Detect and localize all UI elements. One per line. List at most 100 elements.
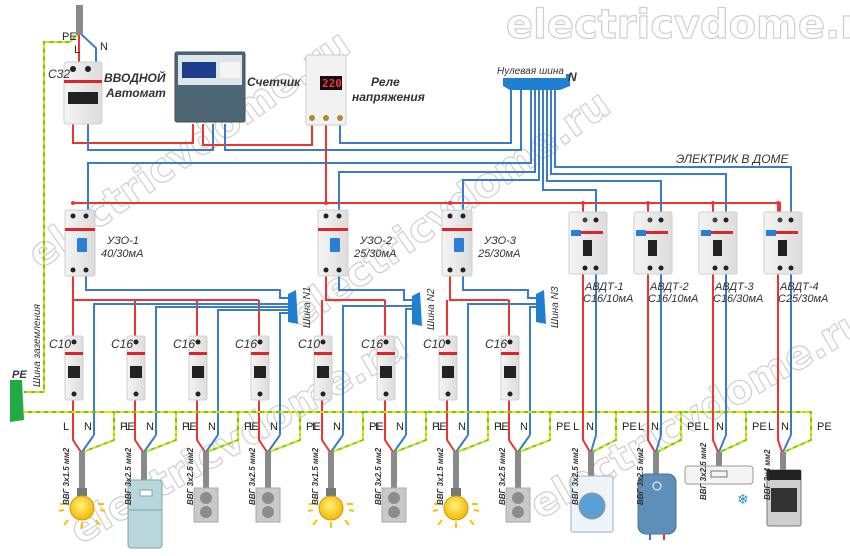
ac-unit [684, 465, 754, 485]
terminal [83, 213, 89, 219]
terminal-n-label: N [333, 421, 341, 433]
wire-breaker-meter-n [87, 124, 214, 151]
terminal-n-label: N [520, 421, 528, 433]
rcbo-4 [763, 211, 803, 275]
terminal [336, 267, 342, 273]
lamp-bulb [318, 495, 344, 521]
socket-outlet [512, 506, 524, 518]
cable-label: ВВГ 3х2.5 мм2 [124, 447, 133, 505]
terminal-n-label: N [84, 421, 92, 433]
circuit-neutral [405, 308, 412, 435]
load-neutral [655, 434, 662, 453]
main-breaker-toggle [68, 92, 98, 104]
load-phase [508, 435, 518, 453]
load-pe-stripe [719, 435, 747, 453]
terminal [658, 217, 664, 223]
terminal [83, 267, 89, 273]
junction-dot [71, 201, 75, 205]
rcd-toggle [454, 238, 464, 252]
load-cable [79, 452, 85, 488]
cable-label: ВВГ 3х2.5 мм2 [498, 447, 507, 505]
terminal-n-label: N [651, 421, 659, 433]
rcd-name: УЗО-1 [106, 235, 139, 247]
lamp-ray [58, 509, 65, 512]
terminal-pe-label: PE [622, 421, 637, 433]
terminal [593, 217, 599, 223]
load-phase [647, 435, 656, 453]
meter-label: Счетчик [247, 75, 301, 89]
neutral-to-rcd-1 [87, 88, 532, 214]
circuit-neutral [93, 303, 288, 435]
rcd-name: УЗО-3 [483, 235, 517, 247]
breaker-toggle [317, 366, 329, 378]
terminal [447, 213, 453, 219]
socket-outlet [388, 506, 400, 518]
terminal-pe-label: PE [687, 421, 702, 433]
rcd-toggle [330, 238, 340, 252]
terminal [70, 213, 76, 219]
wire-breaker-meter-l [72, 124, 194, 144]
breaker-stripe [439, 352, 457, 355]
neutral-sub-bus-2 [412, 292, 422, 326]
terminal [593, 265, 599, 271]
breaker-toggle [254, 366, 266, 378]
rcd-2-phase-out [325, 276, 385, 301]
socket-icon [505, 487, 531, 523]
breaker-toggle [380, 366, 392, 378]
terminal-pe-label: PE [752, 421, 767, 433]
load-pe-stripe [268, 435, 301, 453]
cable-label: ВВГ 3х4 мм2 [763, 449, 772, 500]
lamp-base [451, 488, 461, 496]
terminal-l-label: L [437, 421, 443, 433]
meter-counter [182, 62, 216, 78]
terminal-n-label: N [716, 421, 724, 433]
terminal-pe-label: PE [182, 421, 197, 433]
load-neutral [81, 434, 95, 453]
terminal-n-label: N [146, 421, 154, 433]
relay-label-1: Реле [371, 75, 400, 89]
ground-bus-symbol: PE [12, 369, 27, 381]
circuit-neutral [342, 305, 412, 435]
terminal-n-label: N [458, 421, 466, 433]
labels: УЗО-140/30мАУЗО-225/30мАУЗО-325/30мААВДТ… [49, 235, 832, 505]
stove-top [767, 470, 801, 480]
rcd-stripe [65, 228, 95, 231]
load-phase [446, 435, 456, 453]
socket-outlet [262, 506, 274, 518]
rcd-rating: 25/30мА [353, 248, 396, 260]
stove-oven-door [771, 488, 797, 512]
circuit-neutral [279, 312, 288, 435]
circuit-neutral [467, 303, 536, 435]
pe-drop-stripe [170, 411, 177, 435]
terminal [195, 339, 201, 345]
lamp-bulb [443, 495, 469, 521]
rcbo-test-button [766, 230, 776, 236]
relay-display [320, 76, 342, 90]
terminal-n-label: N [586, 421, 594, 433]
lamp-icon [432, 488, 480, 528]
terminal [658, 265, 664, 271]
lamp-ray [99, 509, 106, 512]
load-cable [391, 452, 397, 488]
load-cable [780, 452, 786, 482]
load-neutral [782, 434, 792, 453]
input-l-label: L [74, 44, 80, 56]
terminal [460, 213, 466, 219]
lamp-icon [307, 488, 355, 528]
rcbo-name: АВДТ-2 [649, 281, 689, 293]
circuit-breaker-4 [250, 335, 270, 401]
rcbo-toggle [648, 240, 657, 256]
wire-relay-bus-n [339, 88, 512, 144]
terminal-l-label: L [638, 421, 644, 433]
load-cable [515, 452, 521, 488]
breaker-stripe [65, 352, 83, 355]
junction-dot [324, 201, 328, 205]
pe-drop-stripe [740, 411, 747, 435]
breaker-rating: C16 [485, 337, 507, 351]
terminal [320, 339, 326, 345]
load-neutral [455, 434, 469, 453]
terminal-pe-label: PE [494, 421, 509, 433]
terminal [71, 391, 77, 397]
terminal-pe-label: PE [817, 421, 832, 433]
main-breaker-stripe [64, 80, 102, 83]
